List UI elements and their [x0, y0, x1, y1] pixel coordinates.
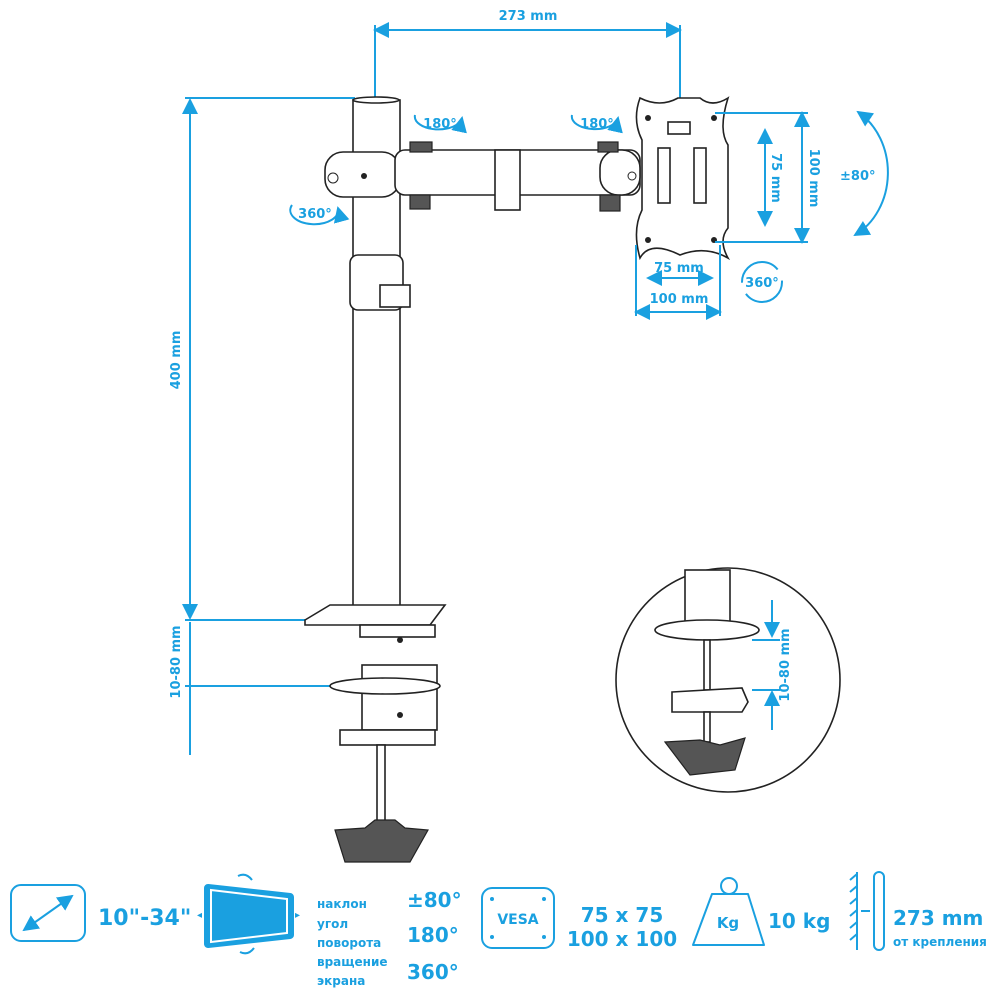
svg-text:75 mm: 75 mm [768, 153, 783, 203]
svg-text:10-80 mm: 10-80 mm [169, 625, 184, 698]
svg-text:100 x 100: 100 x 100 [567, 927, 677, 951]
dimension-vesa-height: 75 mm 100 mm [715, 111, 821, 244]
screen-rotation-badge: 360° [741, 261, 783, 303]
tilt-badge: ±80° [840, 110, 889, 237]
svg-text:угол: угол [317, 917, 348, 931]
rotation-badge-pole: 360° [289, 204, 350, 226]
svg-text:360°: 360° [745, 276, 779, 291]
spec-weight: Kg 10 kg [692, 877, 830, 946]
spec-screen-size: 10"-34" [10, 884, 191, 942]
spec-adjustments: наклон угол поворота вращение экрана ±80… [317, 888, 462, 988]
svg-text:180°: 180° [423, 117, 457, 132]
rotation-badge-arm: 180° [413, 114, 467, 134]
svg-text:75 mm: 75 mm [654, 261, 704, 276]
desk-clamp [304, 604, 447, 863]
svg-text:75 x 75: 75 x 75 [581, 903, 664, 927]
collar-knob [379, 284, 411, 308]
svg-text:от крепления: от крепления [893, 935, 987, 949]
svg-text:экрана: экрана [317, 974, 365, 988]
arm [324, 141, 641, 212]
svg-text:наклон: наклон [317, 897, 367, 911]
spec-vesa: VESA 75 x 75 100 x 100 [481, 887, 677, 951]
spec-rotation-icon: ◂ ▸ [197, 873, 300, 955]
clamp-detail-inset: 10-80 mm [615, 567, 841, 793]
svg-text:Kg: Kg [717, 914, 739, 932]
svg-text:273 mm: 273 mm [893, 906, 983, 930]
svg-text:360°: 360° [298, 207, 332, 222]
svg-text:100 mm: 100 mm [806, 149, 821, 208]
svg-text:▸: ▸ [295, 910, 300, 921]
svg-text:±80°: ±80° [840, 169, 875, 184]
dimension-clamp-range: 10-80 mm [169, 622, 330, 755]
svg-text:100 mm: 100 mm [650, 292, 709, 307]
svg-text:VESA: VESA [497, 912, 538, 928]
dimension-arm-length: 273 mm [373, 9, 682, 100]
svg-text:400 mm: 400 mm [169, 331, 184, 390]
svg-text:180°: 180° [580, 117, 614, 132]
spec-reach: 273 mm от крепления [849, 871, 987, 951]
dimension-vesa-width: 75 mm 100 mm [634, 245, 722, 320]
svg-text:±80°: ±80° [407, 888, 462, 912]
svg-text:273 mm: 273 mm [499, 9, 558, 24]
svg-text:10"-34": 10"-34" [98, 906, 191, 931]
svg-text:360°: 360° [407, 960, 459, 984]
svg-text:10-80 mm: 10-80 mm [778, 628, 793, 701]
svg-text:поворота: поворота [317, 936, 381, 950]
svg-text:180°: 180° [407, 923, 459, 947]
vesa-plate [635, 96, 731, 261]
svg-text:вращение: вращение [317, 955, 388, 969]
svg-text:10 kg: 10 kg [768, 909, 830, 933]
rotation-badge-head: 180° [570, 114, 623, 134]
dimension-pole-height: 400 mm [169, 97, 355, 621]
svg-text:◂: ◂ [197, 910, 202, 921]
